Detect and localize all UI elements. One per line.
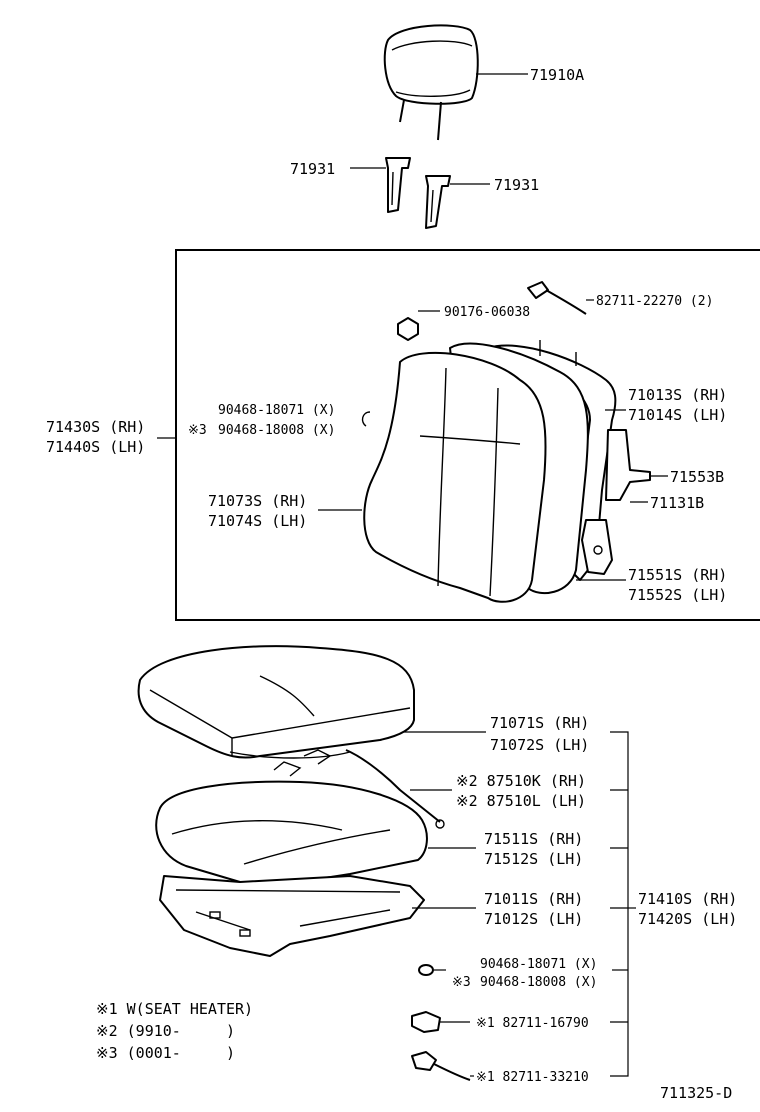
wire-2-drawing [411, 1051, 471, 1081]
note-2: ※2 (9910- ) [96, 1022, 235, 1040]
label-hook-d-mark: ※3 [452, 975, 471, 990]
label-wire-1[interactable]: ※1 82711-16790 [476, 1016, 589, 1031]
label-recliner-rh[interactable]: 71551S (RH) [628, 566, 727, 584]
headrest-support-left-drawing [385, 157, 411, 213]
note-1: ※1 W(SEAT HEATER) [96, 1000, 253, 1018]
seat-heater-drawing [229, 749, 445, 829]
seatback-group-frame [175, 249, 760, 621]
label-heater-rh[interactable]: ※2 87510K (RH) [456, 772, 586, 790]
nut-drawing [397, 317, 419, 341]
seatback-cover-drawing [363, 351, 547, 603]
label-hook-a[interactable]: 90468-18071 (X) [218, 403, 335, 418]
label-cushion-cover-lh[interactable]: 71072S (LH) [490, 736, 589, 754]
label-back-cover-lh[interactable]: 71074S (LH) [208, 512, 307, 530]
label-headrest[interactable]: 71910A [530, 66, 584, 84]
label-cushion-frame-rh[interactable]: 71011S (RH) [484, 890, 583, 908]
label-cushion-assy-lh[interactable]: 71420S (LH) [638, 910, 737, 928]
label-hook-b-mark: ※3 [188, 423, 207, 438]
label-back-cover-rh[interactable]: 71073S (RH) [208, 492, 307, 510]
label-cushion-assy-rh[interactable]: 71410S (RH) [638, 890, 737, 908]
headrest-support-right-drawing [425, 175, 451, 229]
label-hook-d[interactable]: 90468-18008 (X) [480, 975, 597, 990]
label-seatback-assy-rh[interactable]: 71430S (RH) [46, 418, 145, 436]
leader-lines [318, 73, 668, 1077]
cushion-pad-drawing [155, 780, 428, 885]
diagram-id: 711325-D [660, 1084, 732, 1102]
label-wire-top[interactable]: 82711-22270 (2) [596, 294, 713, 309]
label-back-frame-lh[interactable]: 71014S (LH) [628, 406, 727, 424]
label-hook-c[interactable]: 90468-18071 (X) [480, 957, 597, 972]
label-cushion-cover-rh[interactable]: 71071S (RH) [490, 714, 589, 732]
label-headrest-support-right[interactable]: 71931 [494, 176, 539, 194]
label-back-frame-rh[interactable]: 71013S (RH) [628, 386, 727, 404]
label-headrest-support-left[interactable]: 71931 [290, 160, 335, 178]
label-wire-2[interactable]: ※1 82711-33210 [476, 1070, 589, 1085]
label-nut[interactable]: 90176-06038 [444, 305, 530, 320]
hinge-cover-drawing [605, 429, 651, 501]
label-hinge-cover[interactable]: 71553B [670, 468, 724, 486]
label-recliner-lh[interactable]: 71552S (LH) [628, 586, 727, 604]
wire-top-drawing [527, 281, 587, 315]
cushion-cover-drawing [137, 645, 415, 759]
label-cushion-frame-lh[interactable]: 71012S (LH) [484, 910, 583, 928]
note-3: ※3 (0001- ) [96, 1044, 235, 1062]
recliner-drawing [581, 519, 613, 575]
label-hook-b[interactable]: 90468-18008 (X) [218, 423, 335, 438]
label-heater-lh[interactable]: ※2 87510L (LH) [456, 792, 586, 810]
hook-lower-drawing [418, 964, 434, 976]
hook-small-drawing [361, 411, 371, 427]
label-cushion-pad-lh[interactable]: 71512S (LH) [484, 850, 583, 868]
wire-clip-1-drawing [411, 1011, 441, 1033]
label-bracket[interactable]: 71131B [650, 494, 704, 512]
cushion-frame-drawing [159, 875, 425, 957]
headrest-drawing [383, 24, 479, 141]
label-seatback-assy-lh[interactable]: 71440S (LH) [46, 438, 145, 456]
label-cushion-pad-rh[interactable]: 71511S (RH) [484, 830, 583, 848]
